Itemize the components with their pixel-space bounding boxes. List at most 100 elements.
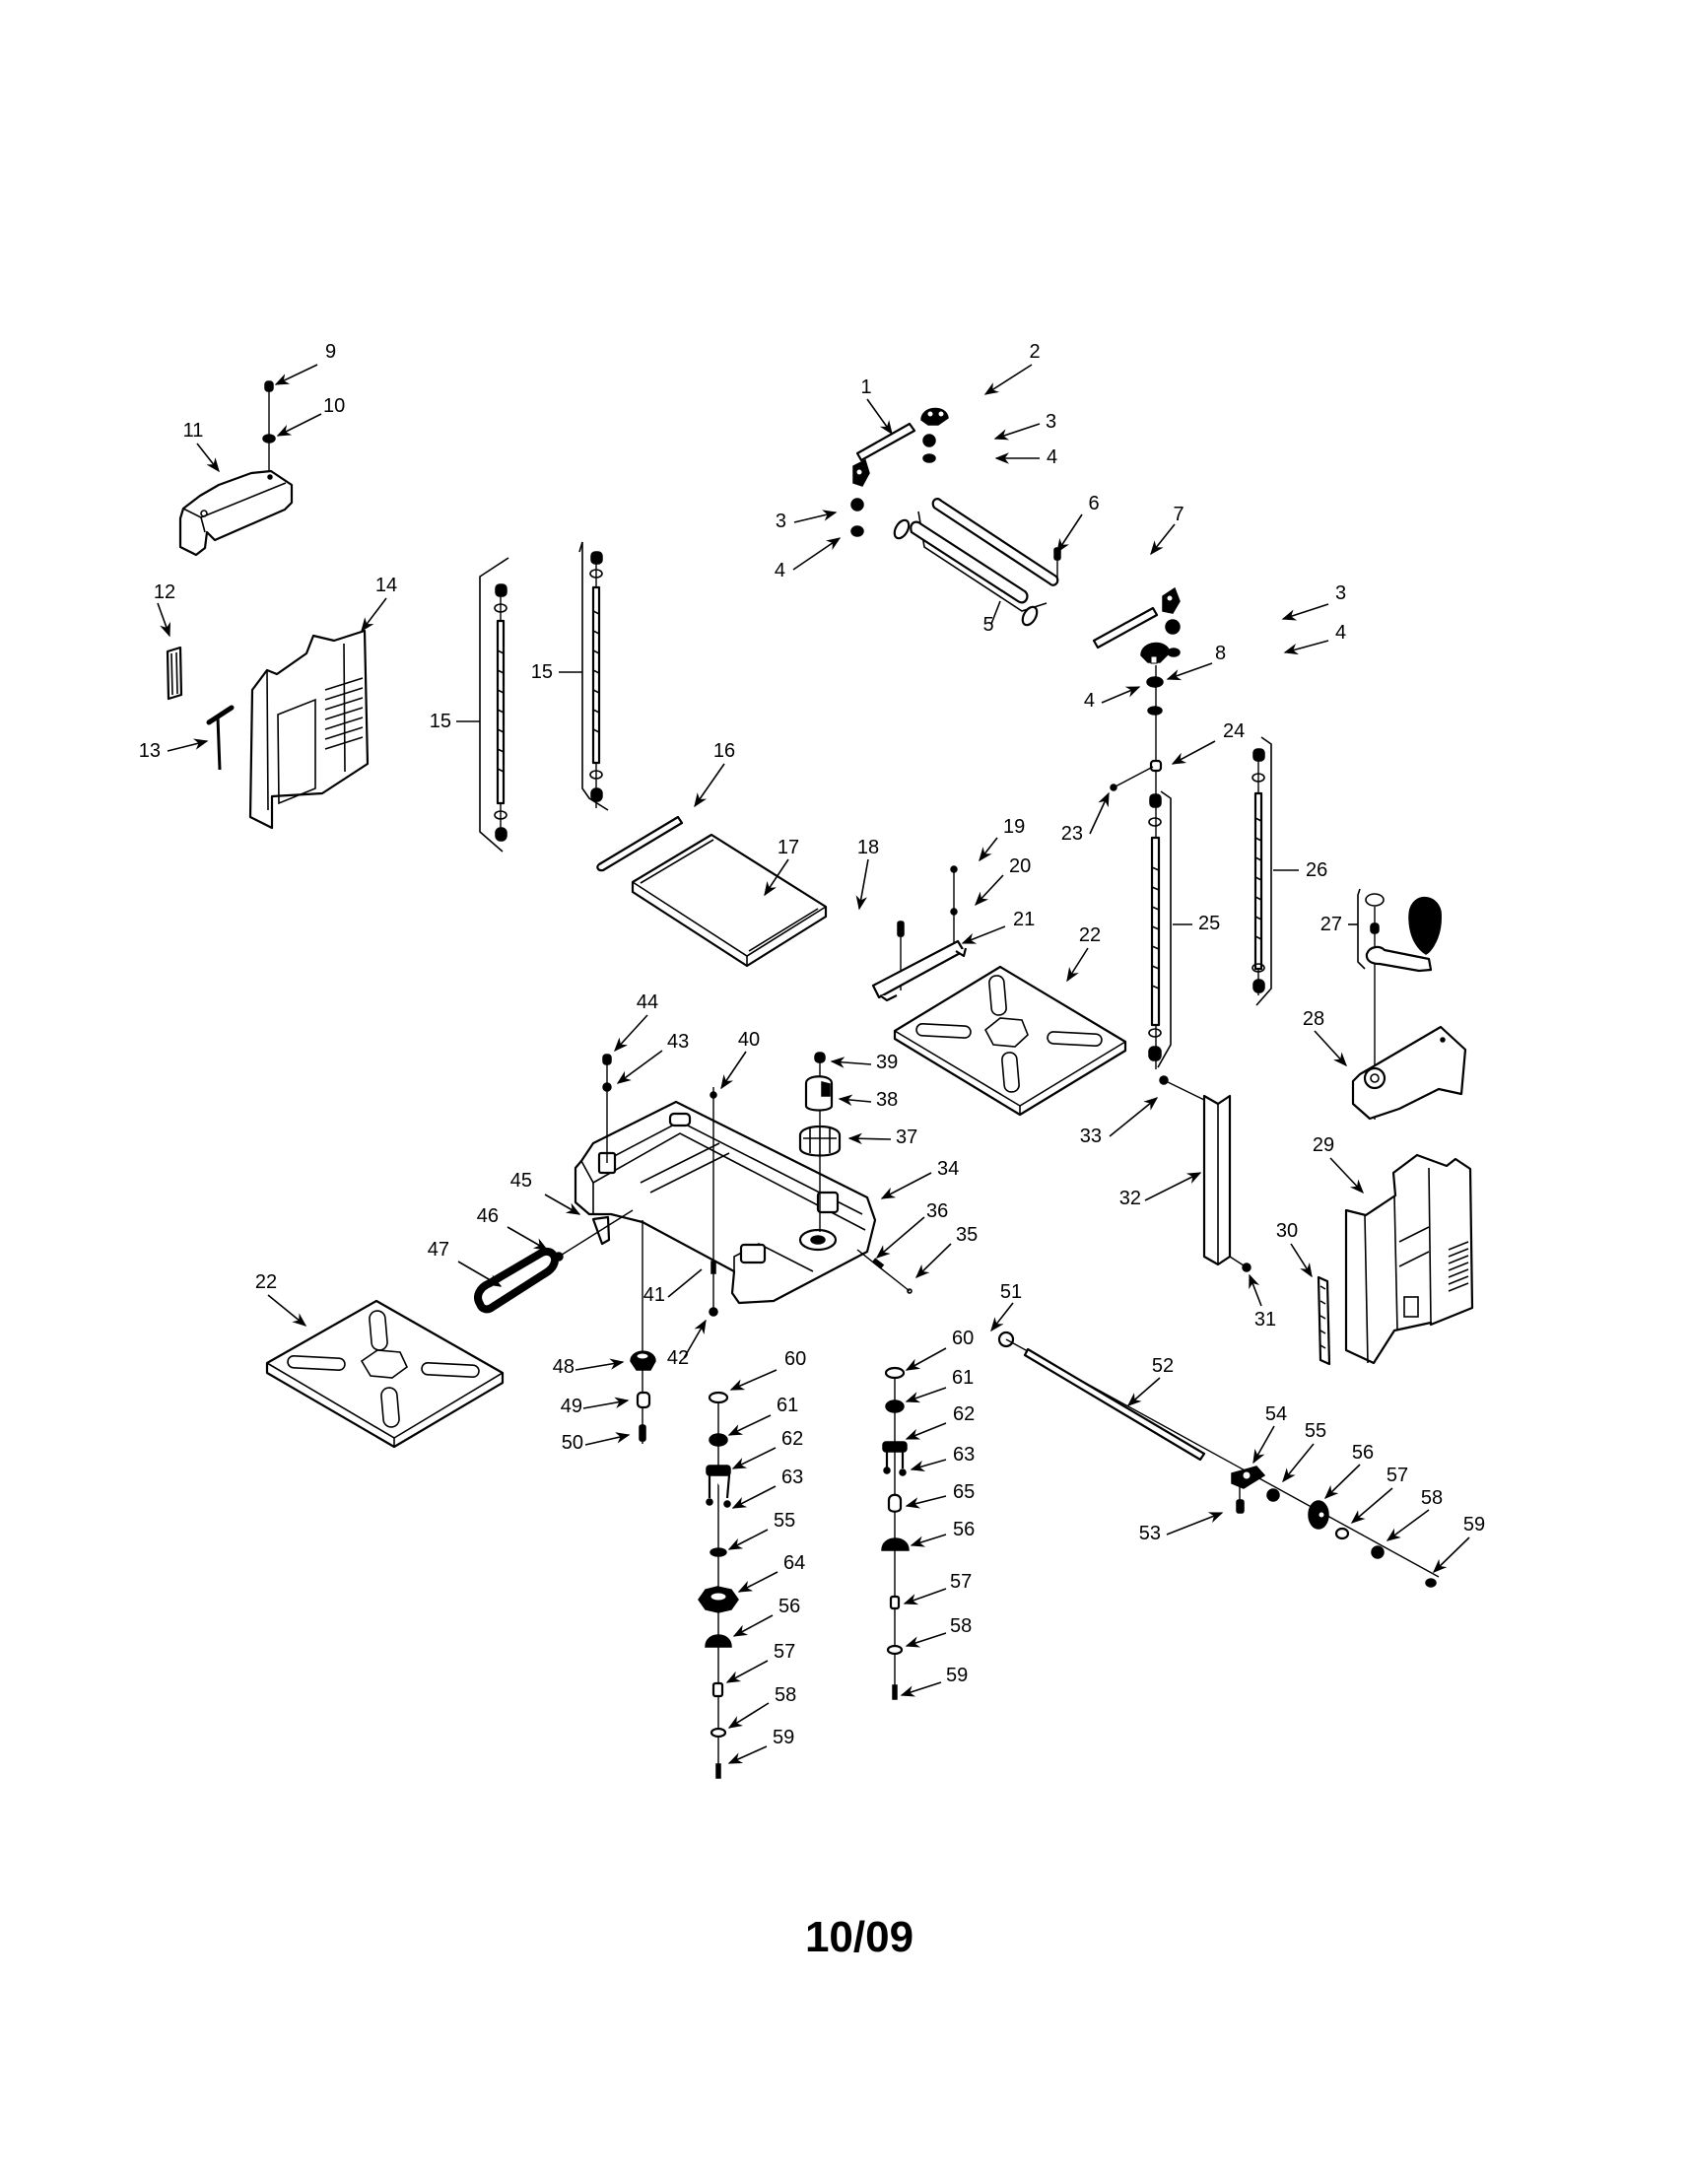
arrow-icon [1089, 791, 1110, 835]
arrow-icon [1101, 686, 1141, 704]
arrow-icon [720, 1051, 747, 1090]
callout-label: 39 [876, 1052, 898, 1073]
arrow-icon [267, 1294, 307, 1327]
part-21 [871, 939, 968, 1002]
arrow-icon [792, 537, 842, 571]
part-stack-right [881, 1366, 910, 1700]
arrow-icon [196, 443, 220, 473]
callout-21: 21 [961, 909, 1035, 944]
arrow-icon [830, 1057, 872, 1068]
callout-15: 15 [430, 711, 480, 732]
callout-label: 60 [952, 1328, 974, 1349]
arrow-icon [990, 1302, 1014, 1332]
callout-label: 15 [430, 711, 451, 732]
arrow-icon [1066, 947, 1089, 983]
callout-58: 58 [905, 1615, 972, 1648]
callout-label: 18 [857, 837, 879, 858]
callout-label: 3 [1335, 582, 1346, 604]
arrow-icon [905, 1632, 947, 1648]
part-crank-27 [1357, 888, 1442, 1120]
callout-label: 31 [1254, 1309, 1276, 1331]
arrow-icon [1281, 603, 1329, 621]
part-shaft-52 [997, 1331, 1440, 1588]
part-32 [1202, 1094, 1232, 1266]
part-30 [1317, 1275, 1331, 1366]
arrow-icon [361, 597, 387, 633]
arrow-icon [1282, 1443, 1315, 1483]
part-17 [631, 833, 828, 968]
part-roller-6 [931, 498, 1059, 586]
callout-29: 29 [1313, 1134, 1364, 1194]
callout-label: 22 [1079, 924, 1101, 946]
arrow-icon [582, 1397, 630, 1409]
callout-60: 60 [729, 1348, 806, 1391]
callout-37: 37 [847, 1126, 917, 1148]
callout-6: 6 [1056, 493, 1100, 554]
arrow-icon [157, 602, 170, 638]
callout-label: 62 [953, 1403, 975, 1425]
part-13 [206, 705, 235, 771]
callout-4: 4 [775, 537, 842, 581]
callout-label: 19 [1003, 816, 1025, 838]
arrow-icon [961, 925, 1006, 944]
callout-label: 4 [1084, 690, 1095, 712]
callout-label: 4 [1335, 622, 1346, 644]
callout-label: 41 [643, 1284, 665, 1306]
callout-57: 57 [903, 1571, 972, 1605]
callout-label: 56 [778, 1596, 800, 1617]
callout-3: 3 [776, 510, 838, 532]
callout-63: 63 [731, 1467, 803, 1509]
callout-label: 47 [428, 1239, 449, 1261]
arrow-icon [979, 837, 998, 862]
arrow-icon [725, 1660, 769, 1683]
callout-27: 27 [1320, 914, 1358, 935]
callout-label: 60 [784, 1348, 806, 1370]
part-belt-47 [474, 1247, 559, 1314]
callout-label: 36 [926, 1200, 948, 1222]
callout-label: 34 [937, 1158, 959, 1180]
part-15-right [578, 541, 609, 811]
arrow-icon [683, 1319, 707, 1359]
callout-24: 24 [1171, 720, 1245, 765]
callout-label: 56 [953, 1519, 975, 1540]
part-14 [248, 629, 370, 830]
arrow-icon [793, 510, 838, 523]
callout-label: 44 [637, 991, 658, 1013]
callout-22: 22 [255, 1271, 307, 1327]
callout-63: 63 [910, 1444, 975, 1471]
callout-label: 57 [950, 1571, 972, 1593]
arrow-icon [1432, 1536, 1470, 1574]
callout-55: 55 [727, 1510, 795, 1550]
arrow-icon [737, 1571, 778, 1593]
callout-56: 56 [910, 1519, 975, 1547]
callout-label: 58 [950, 1615, 972, 1637]
arrow-icon [507, 1226, 549, 1251]
callout-label: 63 [953, 1444, 975, 1466]
arrow-icon [167, 738, 209, 752]
callout-35: 35 [914, 1224, 978, 1279]
callout-label: 11 [183, 420, 204, 442]
arrow-icon [727, 1745, 768, 1764]
callout-59: 59 [900, 1665, 968, 1697]
callout-label: 59 [946, 1665, 968, 1686]
callout-11: 11 [183, 420, 220, 473]
callout-label: 37 [896, 1126, 917, 1148]
callout-label: 57 [774, 1641, 795, 1663]
callout-label: 21 [1013, 909, 1035, 930]
callout-46: 46 [477, 1205, 549, 1251]
callout-label: 61 [777, 1395, 798, 1416]
callout-label: 9 [325, 341, 336, 363]
callout-label: 56 [1352, 1442, 1374, 1464]
callout-label: 35 [956, 1224, 978, 1246]
arrow-icon [900, 1681, 942, 1697]
callout-9: 9 [274, 341, 336, 385]
part-26 [1251, 736, 1272, 1006]
arrow-icon [731, 1447, 777, 1469]
callout-12: 12 [154, 581, 175, 638]
arrow-icon [910, 1534, 947, 1547]
callout-label: 14 [375, 575, 397, 596]
part-stack-left [698, 1391, 739, 1779]
arrow-icon [1252, 1425, 1275, 1465]
arrow-icon [1166, 1512, 1224, 1536]
